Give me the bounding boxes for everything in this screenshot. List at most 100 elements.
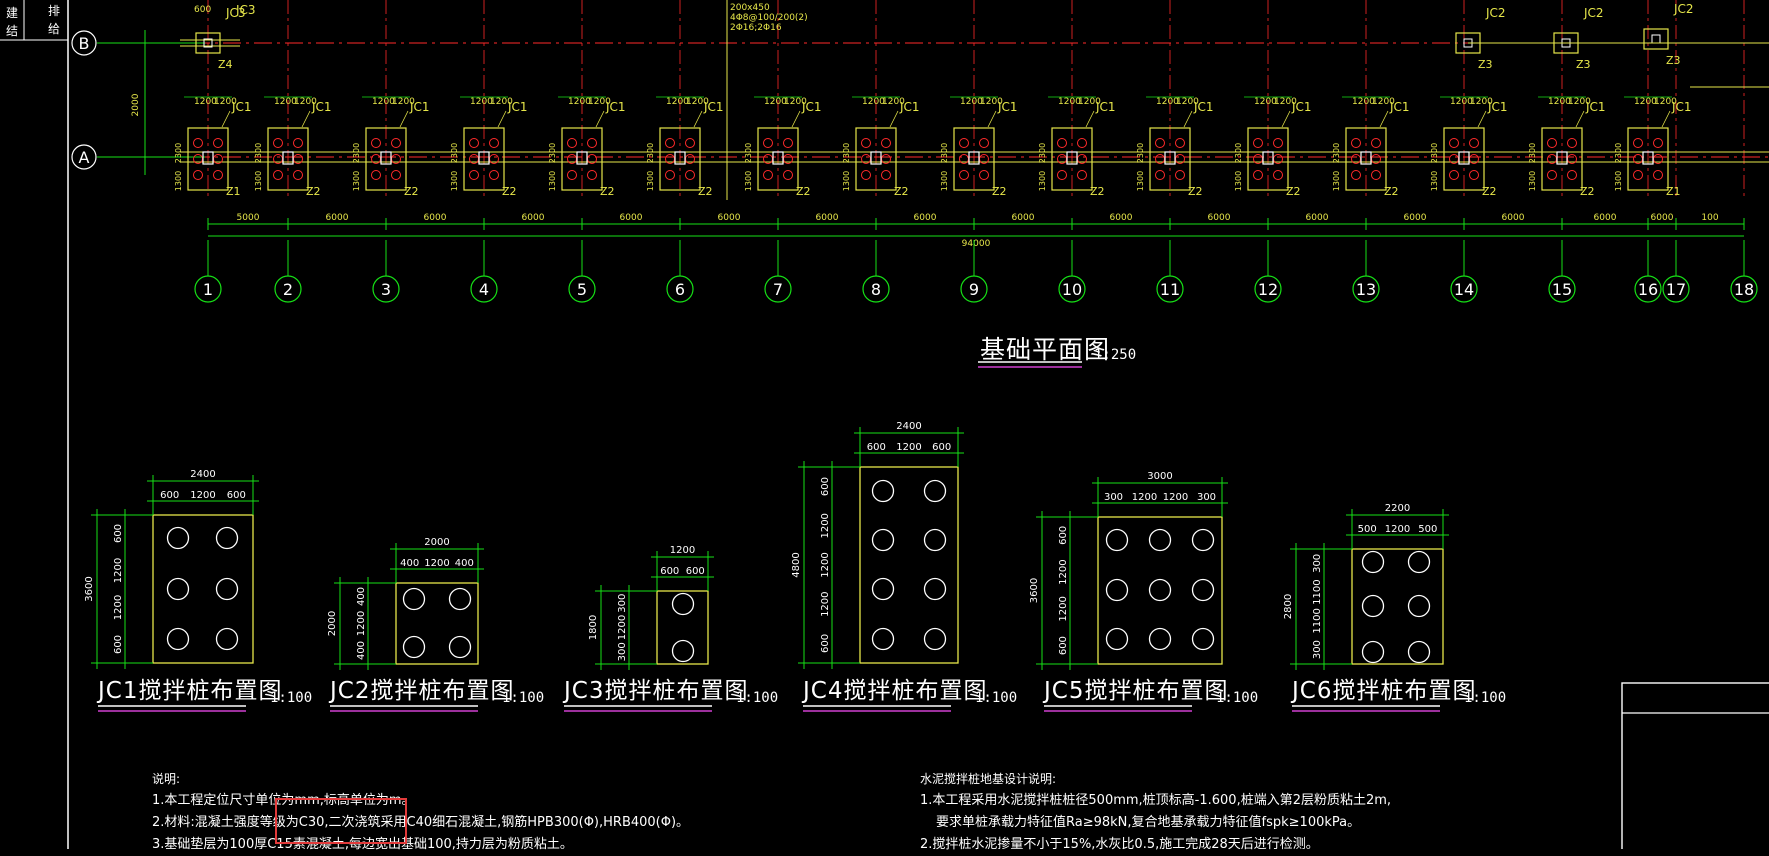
dim-text: 2300 (174, 143, 183, 163)
pile-circle (489, 138, 499, 148)
dim-text: 2800 (1283, 594, 1294, 619)
dim-text: 6000 (522, 213, 545, 223)
dim-text: 1200 (113, 595, 124, 620)
dim-text: 1200 (1058, 596, 1069, 621)
dim-text: 2300 (1430, 143, 1439, 163)
dim-text: 1300 (1234, 171, 1243, 191)
dim-text: 6000 (1594, 213, 1617, 223)
dim-text: 1300 (352, 171, 361, 191)
detail-scale: 1:100 (1216, 690, 1259, 706)
foundation-outline (1541, 127, 1583, 191)
pile-label: Z1 (226, 185, 241, 198)
dim-text: 1300 (1614, 171, 1623, 191)
dim-text: 1200 (862, 97, 885, 107)
foundation-outline (953, 127, 995, 191)
dim-text: 2300 (744, 143, 753, 163)
pile-circle (273, 138, 283, 148)
foundation-outline (1643, 28, 1669, 50)
pile-label: Z2 (1580, 185, 1595, 198)
dim-text: 300 (1104, 492, 1123, 503)
dim-text: 2300 (1038, 143, 1047, 163)
detail-title: JC2搅拌桩布置图 (330, 678, 515, 704)
dim-text: 6000 (1404, 213, 1427, 223)
dim-text: 600 (932, 442, 951, 453)
foundation-outline (859, 466, 959, 664)
foundation-outline (187, 127, 229, 191)
axis-bubble (960, 275, 988, 303)
notes-line: 3.基础垫层为100厚C15素混凝土,每边宽出基础100,持力层为粉质粘土。 (152, 837, 573, 852)
pile-circle (1175, 170, 1185, 180)
pile-label: Z2 (1482, 185, 1497, 198)
pile-circle (1407, 550, 1431, 574)
strip-char: 给 (48, 22, 61, 36)
column-square (1651, 34, 1661, 44)
pile-circle (871, 479, 895, 503)
dim-text: 1200 (960, 97, 983, 107)
pile-label: Z2 (1384, 185, 1399, 198)
axis-bubble (764, 275, 792, 303)
detail-scale: 1:100 (270, 690, 313, 706)
dim-text: 1200 (1058, 97, 1081, 107)
pile-label: Z4 (218, 58, 233, 71)
axis-bubble-label: 14 (1454, 280, 1474, 299)
dim-text: 600 (113, 635, 124, 654)
pile-label: Z2 (1090, 185, 1105, 198)
dim-text: 300 (1312, 554, 1323, 573)
foundation-label: JC1 (997, 100, 1018, 114)
pile-circle (1449, 170, 1459, 180)
axis-bubble (1662, 275, 1690, 303)
dim-text: 3600 (1029, 578, 1040, 603)
pile-circle (1191, 528, 1215, 552)
dim-text: 1200 (194, 97, 217, 107)
dim-text: 6000 (1208, 213, 1231, 223)
column-square (968, 151, 980, 165)
pile-label: Z3 (1666, 54, 1681, 67)
foundation-label: JC1 (231, 100, 252, 114)
foundation-label: JC1 (1291, 100, 1312, 114)
pile-circle (923, 479, 947, 503)
dim-text: 600 (1058, 636, 1069, 655)
foundation-outline (267, 127, 309, 191)
dim-text: 1300 (1038, 171, 1047, 191)
column-square (1458, 151, 1470, 165)
foundation-label: JC2 (1673, 2, 1694, 16)
dim-text: 1200 (980, 97, 1003, 107)
dim-text: 5000 (237, 213, 260, 223)
pile-circle (166, 627, 190, 651)
foundation-outline (365, 127, 407, 191)
foundation-label: JC1 (1095, 100, 1116, 114)
pile-circle (923, 528, 947, 552)
pile-circle (402, 635, 426, 659)
plan-title: 基础平面图 (980, 335, 1111, 364)
foundation-label: JC1 (507, 100, 528, 114)
pile-label: Z2 (698, 185, 713, 198)
pile-circle (1105, 528, 1129, 552)
dim-text: 300 (617, 594, 628, 613)
dim-text: 1200 (568, 97, 591, 107)
pile-circle (215, 627, 239, 651)
axis-bubble (71, 30, 97, 56)
dim-text: 400 (400, 558, 419, 569)
dim-text: 6000 (1110, 213, 1133, 223)
dim-text: 1200 (1385, 524, 1410, 535)
column-square (380, 151, 392, 165)
axis-bubble (194, 275, 222, 303)
pile-circle (215, 526, 239, 550)
dim-text: 1200 (1352, 97, 1375, 107)
dim-text: 600 (227, 490, 246, 501)
axis-bubble (666, 275, 694, 303)
column-square (202, 151, 214, 165)
pile-circle (1191, 627, 1215, 651)
foundation-label: JC1 (409, 100, 430, 114)
pile-circle (166, 577, 190, 601)
dim-text: 1200 (1548, 97, 1571, 107)
dim-text: 3600 (84, 576, 95, 601)
general-notes: 说明: 1.本工程定位尺寸单位为mm,标高单位为m。 2.材料:混凝土强度等级为… (152, 768, 689, 856)
pile-label: Z3 (1576, 58, 1591, 71)
dim-text: 1200 (764, 97, 787, 107)
foundation-outline (395, 582, 479, 665)
